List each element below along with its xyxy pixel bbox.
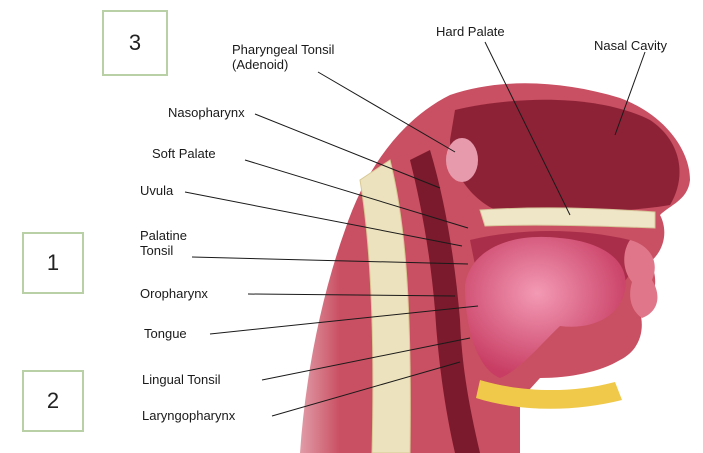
label-hard-palate: Hard Palate <box>436 24 505 39</box>
label-laryngopharynx: Laryngopharynx <box>142 408 235 423</box>
label-nasal-cavity: Nasal Cavity <box>594 38 667 53</box>
number-box-3: 3 <box>102 10 168 76</box>
label-pharyngeal-tonsil: Pharyngeal Tonsil (Adenoid) <box>232 42 334 72</box>
label-soft-palate: Soft Palate <box>152 146 216 161</box>
number-box-2: 2 <box>22 370 84 432</box>
label-palatine-tonsil: Palatine Tonsil <box>140 228 187 258</box>
label-uvula: Uvula <box>140 183 173 198</box>
label-lingual-tonsil: Lingual Tonsil <box>142 372 221 387</box>
number-box-1: 1 <box>22 232 84 294</box>
label-nasopharynx: Nasopharynx <box>168 105 245 120</box>
adenoid <box>446 138 478 182</box>
label-tongue: Tongue <box>144 326 187 341</box>
label-oropharynx: Oropharynx <box>140 286 208 301</box>
